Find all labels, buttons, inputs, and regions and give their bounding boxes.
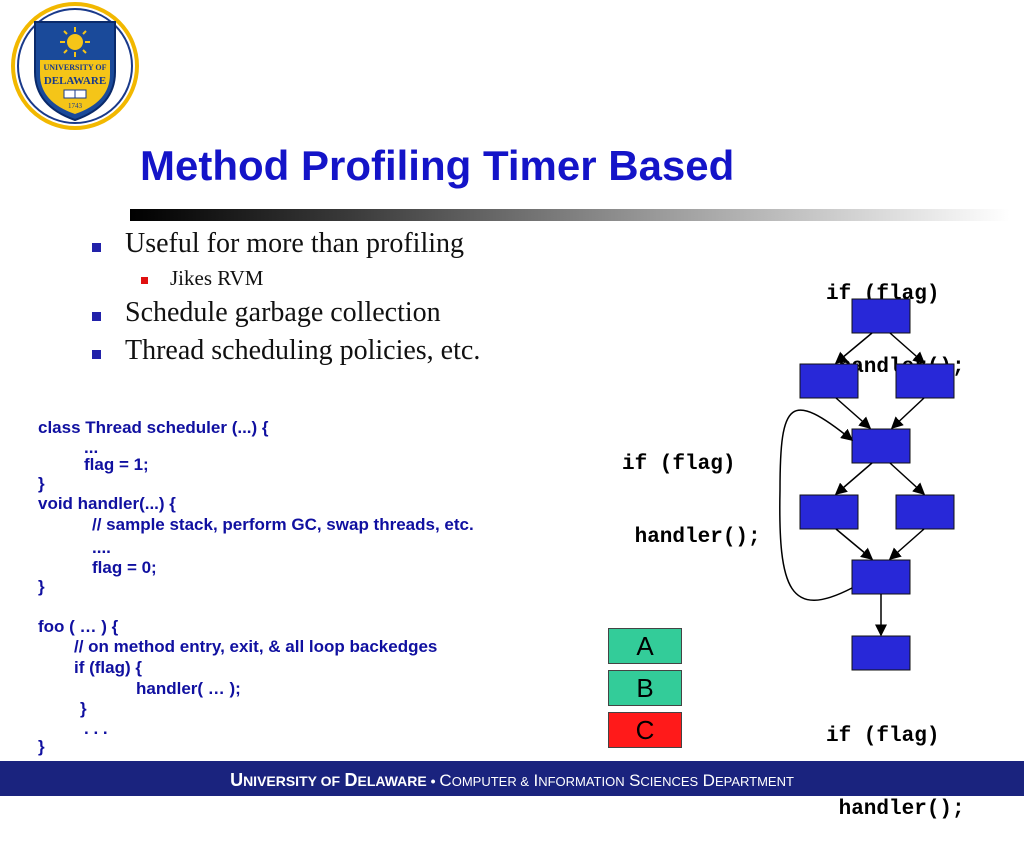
cfg-edge [835,528,874,560]
code-line: .... [92,538,111,557]
cfg-node [851,635,911,671]
code-line: void handler(...) { [38,494,176,513]
sub-bullet-marker [141,277,148,284]
footer-separator: • [426,773,440,789]
snippet-line: handler(); [622,526,761,549]
footer-text: C [439,771,452,790]
footer-text: NIVERSITY OF [243,773,341,789]
footer-text: NFORMATION [538,774,625,789]
footer-text: U [230,770,244,790]
footer-text: CIENCES [640,774,699,789]
snippet-line: handler(); [826,798,965,821]
cfg-edge [889,332,926,364]
sub-bullet-item: Jikes RVM [170,266,264,290]
logo-text-main: DELAWARE [44,75,106,87]
bullet-item: Thread scheduling policies, etc. [125,335,481,366]
footer-text: S [629,771,641,790]
cfg-edge [834,462,873,495]
bullet-marker [92,350,101,359]
footer-text: OMPUTER & [451,774,529,789]
code-line: flag = 1; [84,455,149,474]
cfg-node [799,494,859,530]
code-line: if (flag) { [74,658,142,677]
cfg-node [895,363,955,399]
label-a: A [608,628,682,664]
code-line: foo ( … ) { [38,617,119,636]
label-b: B [608,670,682,706]
footer-text: EPARTMENT [714,774,794,789]
flag-check-snippet: if (flag) handler(); [622,407,761,572]
cfg-edge [889,462,926,496]
bullet-marker [92,243,101,252]
bullet-marker [92,312,101,321]
footer-text: D [344,770,358,790]
code-line: } [38,737,45,756]
code-line: ... [84,438,99,457]
footer-text: I [533,771,539,790]
control-flow-diagram [779,298,955,671]
title-divider [130,209,1010,221]
code-line: flag = 0; [92,558,157,577]
footer-bar: UNIVERSITY OF DELAWARE • COMPUTER & INFO… [0,761,1024,796]
code-block: class Thread scheduler (...) { ... flag … [38,418,608,758]
sun-icon [60,27,90,57]
cfg-node [851,298,911,334]
code-line: handler( … ); [136,679,241,698]
code-line: class Thread scheduler (...) { [38,418,269,437]
cfg-edge [888,528,925,560]
slide-title: Method Profiling Timer Based [140,142,735,189]
book-icon [63,89,87,99]
code-line: } [80,699,87,718]
logo-text-top: UNIVERSITY OF [43,63,106,72]
label-c: C [608,712,682,748]
code-line: // sample stack, perform GC, swap thread… [92,515,474,534]
code-line: . . . [84,719,108,738]
cfg-edge [835,397,872,429]
cfg-node [851,428,911,464]
bullet-item: Useful for more than profiling [125,228,465,259]
snippet-line: if (flag) [622,453,736,476]
logo-year: 1743 [68,102,83,110]
cfg-node [895,494,955,530]
cfg-node [851,559,911,595]
footer-text: ELAWARE [357,773,427,789]
cfg-edge [834,332,873,364]
code-line: // on method entry, exit, & all loop bac… [74,637,438,656]
university-logo: UNIVERSITY OF DELAWARE 1743 [2,2,148,130]
loop-backedge [779,409,854,601]
cfg-edge [890,397,925,430]
bullet-item: Schedule garbage collection [125,297,441,328]
code-line: } [38,577,45,596]
cfg-node [799,363,859,399]
snippet-line: if (flag) [826,725,940,748]
code-line: } [38,474,45,493]
footer-text: D [702,771,715,790]
